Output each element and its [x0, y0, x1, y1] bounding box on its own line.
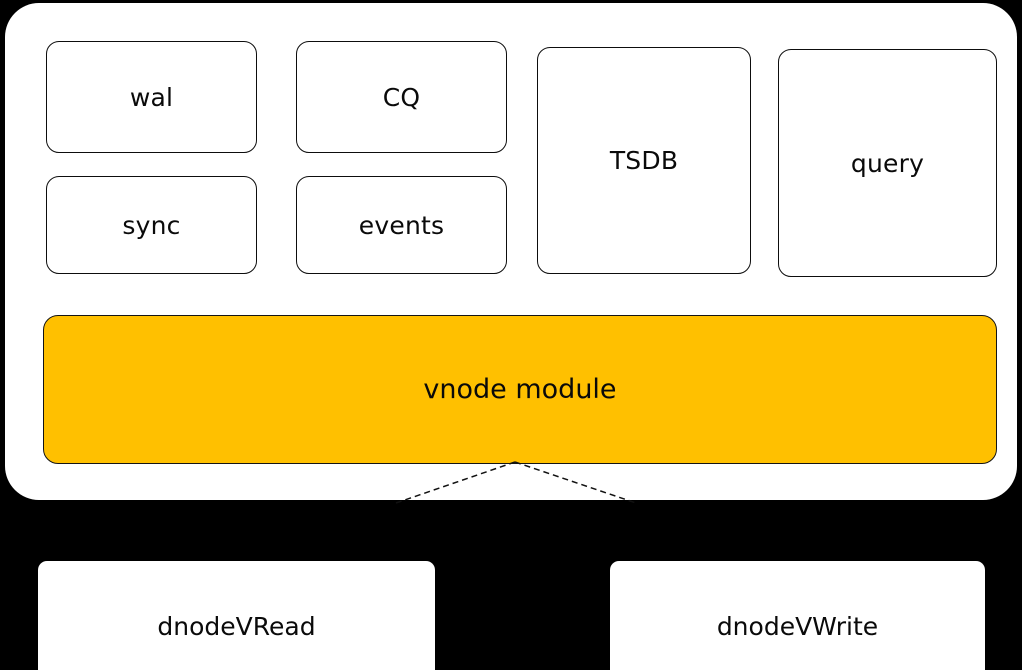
module-label-sync: sync	[122, 210, 181, 240]
module-label-query: query	[850, 148, 925, 178]
module-box-tsdb[interactable]: TSDB	[537, 47, 751, 274]
module-box-query[interactable]: query	[778, 49, 997, 277]
vnode-panel: wal CQ sync events TSDB query vnode modu…	[5, 3, 1017, 500]
module-label-tsdb: TSDB	[609, 146, 679, 175]
module-box-wal[interactable]: wal	[46, 41, 257, 153]
vnode-module-label: vnode module	[423, 374, 617, 405]
module-box-sync[interactable]: sync	[46, 176, 257, 274]
module-label-events: events	[358, 210, 445, 240]
module-label-cq: CQ	[382, 82, 421, 112]
dnode-vread-box[interactable]: dnodeVRead	[38, 561, 435, 670]
module-label-wal: wal	[129, 82, 174, 112]
dnode-vwrite-box[interactable]: dnodeVWrite	[610, 561, 985, 670]
module-box-events[interactable]: events	[296, 176, 507, 274]
vnode-module-bar[interactable]: vnode module	[43, 315, 997, 464]
module-box-cq[interactable]: CQ	[296, 41, 507, 153]
dnode-vwrite-label: dnodeVWrite	[716, 612, 879, 641]
dnode-vread-label: dnodeVRead	[157, 612, 316, 641]
